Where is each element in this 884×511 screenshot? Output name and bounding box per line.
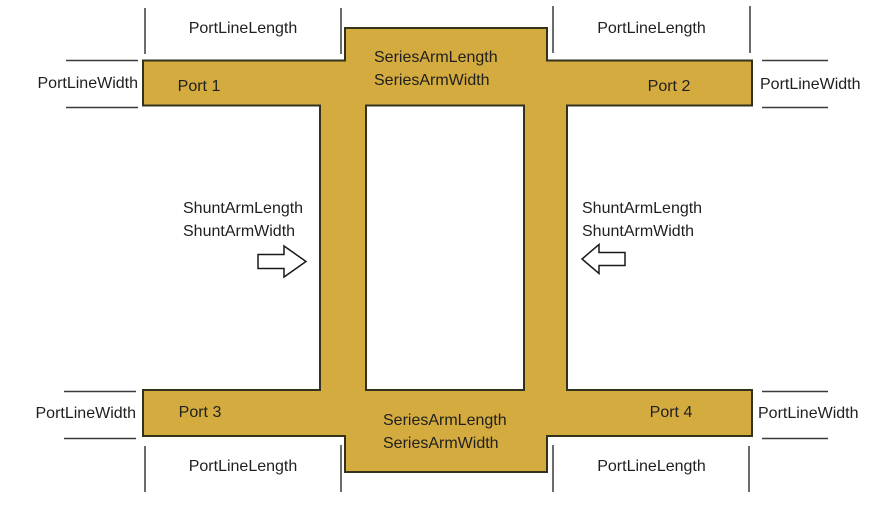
port-1-label: Port 1 bbox=[177, 78, 221, 95]
shunt-arm-length-label: ShuntArmLength bbox=[582, 200, 703, 217]
port-4-label: Port 4 bbox=[649, 404, 693, 421]
series-arm-annotation-top: SeriesArmLength SeriesArmWidth bbox=[374, 46, 498, 92]
callout-lines bbox=[64, 6, 828, 492]
port-line-width-label-top-left: PortLineWidth bbox=[37, 75, 139, 92]
series-arm-length-label: SeriesArmLength bbox=[374, 49, 498, 66]
port-2-label: Port 2 bbox=[647, 78, 691, 95]
coupler-body-shape bbox=[142, 27, 753, 473]
port-line-length-label-top-left: PortLineLength bbox=[188, 20, 298, 37]
shunt-arm-annotation-right: ShuntArmLength ShuntArmWidth bbox=[582, 197, 702, 243]
shunt-arm-width-label: ShuntArmWidth bbox=[582, 223, 695, 240]
shunt-arm-annotation-left: ShuntArmLength ShuntArmWidth bbox=[183, 197, 303, 243]
series-arm-annotation-bottom: SeriesArmLength SeriesArmWidth bbox=[383, 409, 507, 455]
port-line-length-label-top-right: PortLineLength bbox=[597, 20, 706, 37]
arrow-right-icon bbox=[257, 244, 308, 279]
port-3-label: Port 3 bbox=[178, 404, 222, 421]
port-line-width-label-bottom-left: PortLineWidth bbox=[35, 405, 137, 422]
series-arm-length-label: SeriesArmLength bbox=[383, 412, 507, 429]
port-line-width-label-top-right: PortLineWidth bbox=[760, 76, 861, 93]
port-line-length-label-bottom-left: PortLineLength bbox=[188, 458, 298, 475]
series-arm-width-label: SeriesArmWidth bbox=[383, 435, 499, 452]
arrow-left-icon bbox=[580, 242, 626, 276]
shunt-arm-width-label: ShuntArmWidth bbox=[183, 223, 296, 240]
shunt-arm-length-label: ShuntArmLength bbox=[183, 200, 304, 217]
series-arm-width-label: SeriesArmWidth bbox=[374, 72, 490, 89]
port-line-width-label-bottom-right: PortLineWidth bbox=[758, 405, 859, 422]
port-line-length-label-bottom-right: PortLineLength bbox=[597, 458, 706, 475]
